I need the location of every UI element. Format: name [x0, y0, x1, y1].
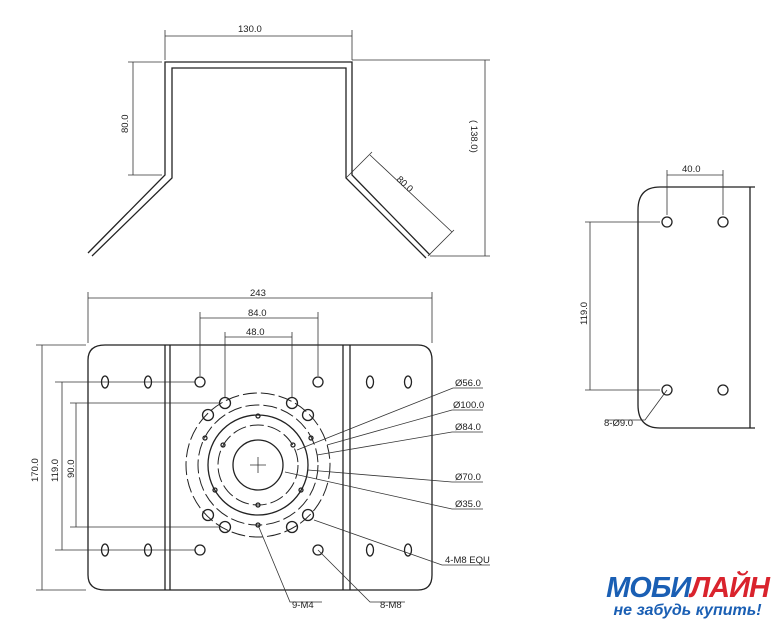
dim-243: 243 [250, 288, 266, 299]
dim-40: 40.0 [682, 164, 701, 175]
plate-view: 243 84.0 48.0 170.0 119.0 90.0 Ø56.0 Ø10… [30, 288, 490, 611]
callout-9m4: 9-M4 [292, 600, 314, 611]
dim-total: ( 138.0) [468, 120, 479, 153]
dim-height: 80.0 [120, 115, 131, 134]
callout-d35: Ø35.0 [455, 499, 481, 510]
dim-170: 170.0 [30, 458, 41, 482]
callout-d84: Ø84.0 [455, 422, 481, 433]
callout-d100: Ø100.0 [453, 400, 484, 411]
callout-8m8: 8-M8 [380, 600, 402, 611]
dim-119: 119.0 [50, 459, 61, 482]
callout-d70: Ø70.0 [455, 472, 481, 483]
logo-slogan: не забудь купить! [613, 602, 762, 619]
callout-8-d9: 8-Ø9.0 [604, 418, 633, 429]
dim-width: 130.0 [238, 24, 262, 35]
callout-4m8: 4-M8 EQU [445, 555, 490, 566]
top-bracket-view: 130.0 80.0 80.0 ( 138.0) [87, 24, 490, 259]
dim-90: 90.0 [66, 460, 77, 479]
callout-d56: Ø56.0 [455, 378, 481, 389]
mobilain-logo: МОБИЛАЙН не забудь купить! [600, 572, 775, 620]
dim-48: 48.0 [246, 327, 265, 338]
logo-blue: МОБИ [606, 572, 691, 604]
dim-84: 84.0 [248, 308, 267, 319]
side-view: 40.0 119.0 8-Ø9.0 [579, 164, 755, 429]
dim-119-side: 119.0 [579, 302, 590, 325]
logo-red: ЛАЙН [690, 572, 770, 604]
dim-slant: 80.0 [394, 174, 415, 195]
